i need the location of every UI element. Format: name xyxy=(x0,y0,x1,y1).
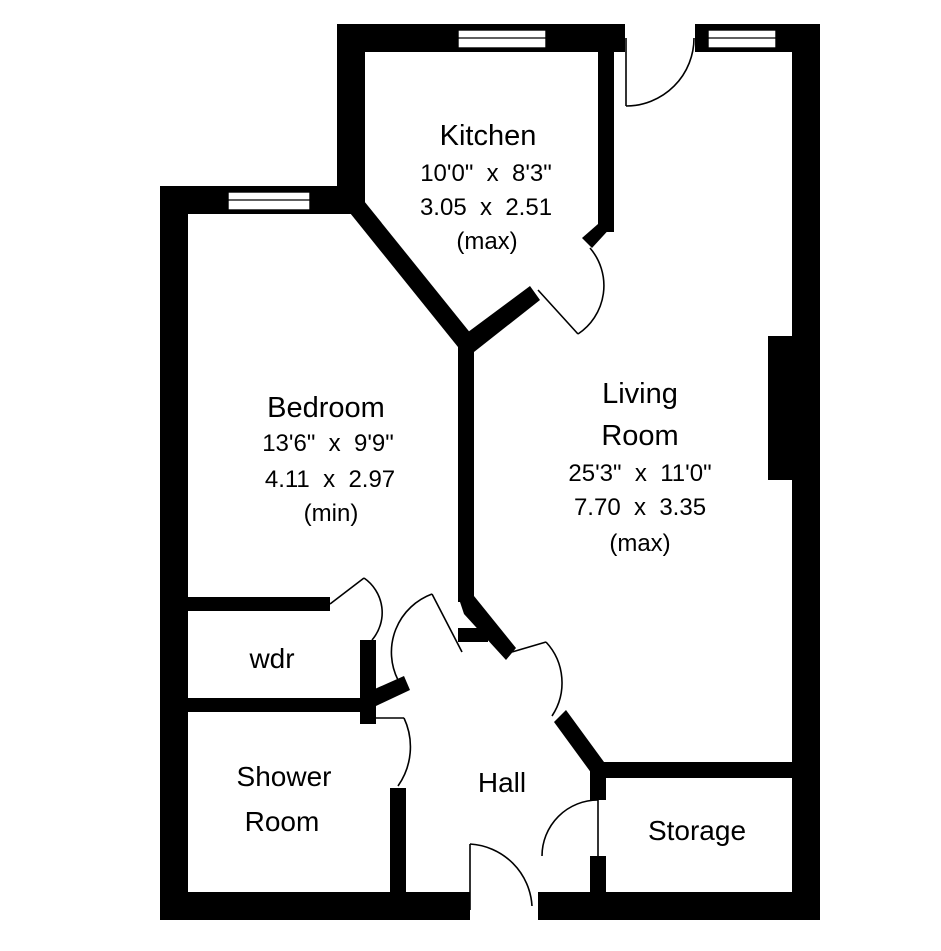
living-dim-imperial: 25'3" x 11'0" xyxy=(568,460,711,487)
living-name-line2: Room xyxy=(601,420,678,452)
door-living-balcony xyxy=(625,37,695,107)
label-hall: Hall xyxy=(478,767,526,798)
label-wardrobe: wdr xyxy=(248,643,294,674)
label-shower-room: Shower Room xyxy=(237,761,332,837)
label-bedroom: Bedroom 13'6" x 9'9" 4.11 x 2.97 (min) xyxy=(262,392,395,527)
living-name-line1: Living xyxy=(602,378,678,410)
kitchen-note: (max) xyxy=(456,228,517,255)
kitchen-name: Kitchen xyxy=(440,120,537,152)
door-wardrobe xyxy=(329,577,383,641)
bedroom-name: Bedroom xyxy=(267,392,385,424)
window-kitchen xyxy=(457,29,547,49)
window-living xyxy=(707,29,777,49)
kitchen-dim-imperial: 10'0" x 8'3" xyxy=(420,160,552,187)
label-living-room: Living Room 25'3" x 11'0" 7.70 x 3.35 (m… xyxy=(568,378,711,557)
door-entrance xyxy=(469,843,533,910)
label-storage: Storage xyxy=(648,815,746,846)
living-dim-metric: 7.70 x 3.35 xyxy=(574,494,706,521)
door-bedroom xyxy=(390,593,463,681)
label-kitchen: Kitchen 10'0" x 8'3" 3.05 x 2.51 (max) xyxy=(420,120,552,255)
door-living xyxy=(511,641,563,717)
door-shower xyxy=(376,717,412,787)
door-kitchen xyxy=(537,247,605,335)
window-bedroom xyxy=(227,191,311,211)
bedroom-note: (min) xyxy=(304,500,359,527)
bedroom-dim-imperial: 13'6" x 9'9" xyxy=(262,430,394,457)
door-storage xyxy=(541,799,599,857)
shower-name-line1: Shower xyxy=(237,761,332,792)
kitchen-dim-metric: 3.05 x 2.51 xyxy=(420,194,552,221)
interior-walls xyxy=(188,40,792,892)
bedroom-dim-metric: 4.11 x 2.97 xyxy=(265,466,395,493)
shower-name-line2: Room xyxy=(245,806,320,837)
living-note: (max) xyxy=(609,530,670,557)
